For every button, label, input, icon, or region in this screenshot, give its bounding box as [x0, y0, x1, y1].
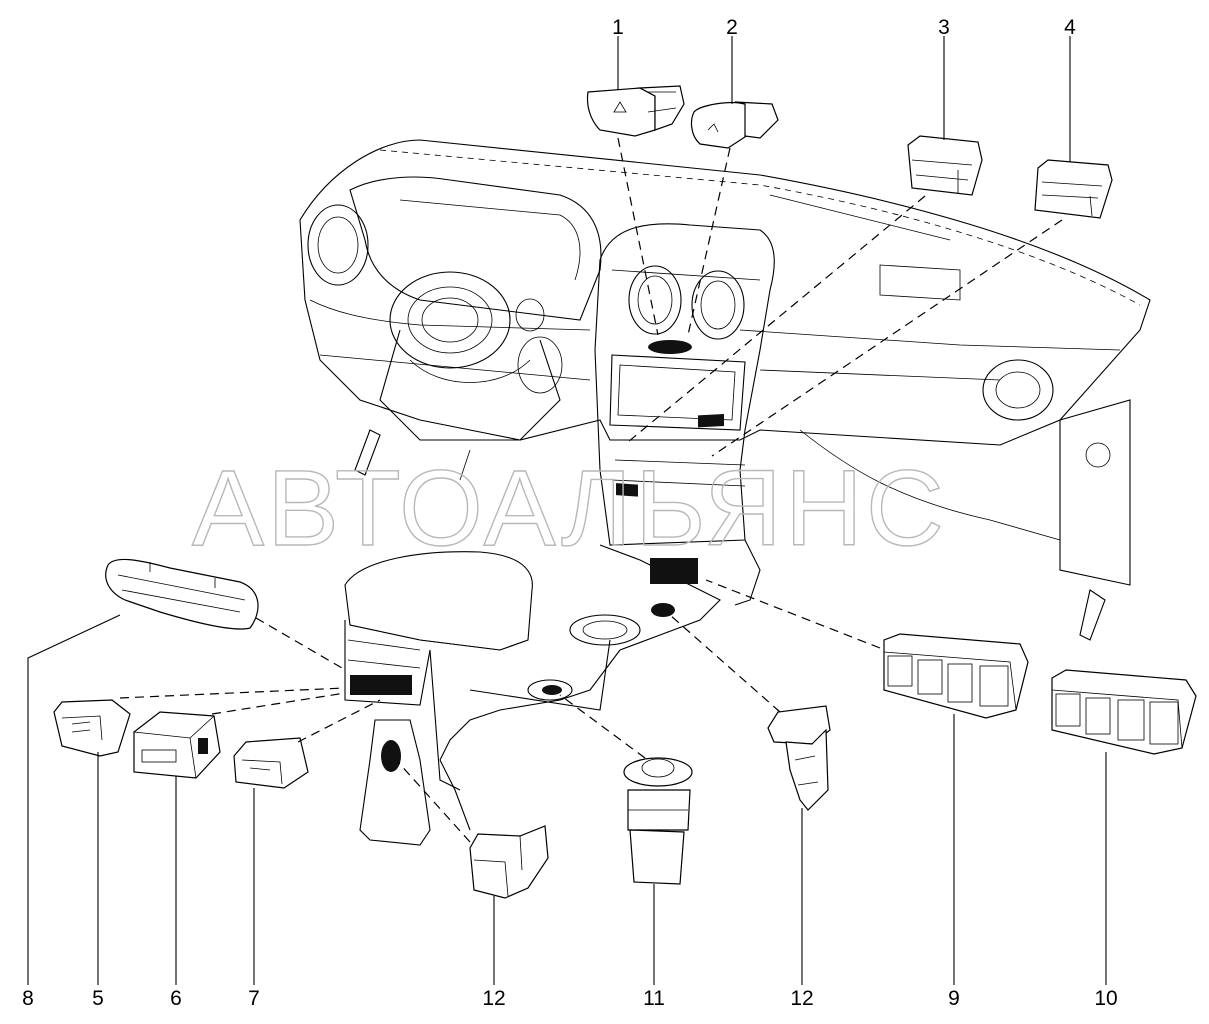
callout-4: 4: [1064, 16, 1076, 39]
part-9-switch-block: [883, 633, 1029, 719]
seat-heater-slot: [650, 558, 698, 584]
part-11-socket: [623, 757, 693, 885]
part-3-switch: [907, 135, 983, 196]
part-2-switch: [690, 101, 779, 149]
part-8-trim-panel: [105, 558, 259, 630]
socket-slot-upper: [651, 603, 675, 617]
callout-labels: 1 2 3 4 8 5 6 7 12 11 12 9 10: [22, 16, 1118, 1010]
part-12-switch-right: [767, 705, 831, 811]
callout-12-right: 12: [790, 987, 813, 1010]
part-4-switch: [1034, 159, 1113, 219]
callout-2: 2: [726, 16, 738, 39]
callout-8: 8: [22, 987, 34, 1010]
callout-9: 9: [948, 987, 960, 1010]
switch-slot-left: [616, 483, 638, 497]
socket-slot-lower: [542, 685, 562, 695]
callout-7: 7: [248, 987, 260, 1010]
part-12-switch-left: [469, 825, 549, 899]
rear-console-slot: [350, 675, 412, 695]
part-10-switch-block: [1051, 669, 1197, 755]
part-1-hazard-switch: [586, 85, 685, 137]
part-6-clock-display: [133, 711, 221, 779]
callout-6: 6: [170, 987, 182, 1010]
callout-3: 3: [938, 16, 950, 39]
gear-switch-slot: [381, 740, 401, 772]
switch-slot-right: [698, 414, 724, 428]
callout-5: 5: [92, 987, 104, 1010]
callout-12-left: 12: [482, 987, 505, 1010]
hazard-switch-slot: [648, 340, 692, 354]
callout-11: 11: [643, 987, 665, 1010]
callout-10: 10: [1094, 987, 1117, 1010]
leader-lines: [27, 36, 1107, 985]
dashboard-illustration: [299, 139, 1151, 846]
part-7-switch: [233, 737, 309, 789]
watermark-text: АВТОАЛЬЯНС: [192, 447, 947, 568]
part-5-switch: [53, 699, 131, 757]
callout-1: 1: [612, 16, 624, 39]
assembly-arrows: [119, 137, 1063, 843]
